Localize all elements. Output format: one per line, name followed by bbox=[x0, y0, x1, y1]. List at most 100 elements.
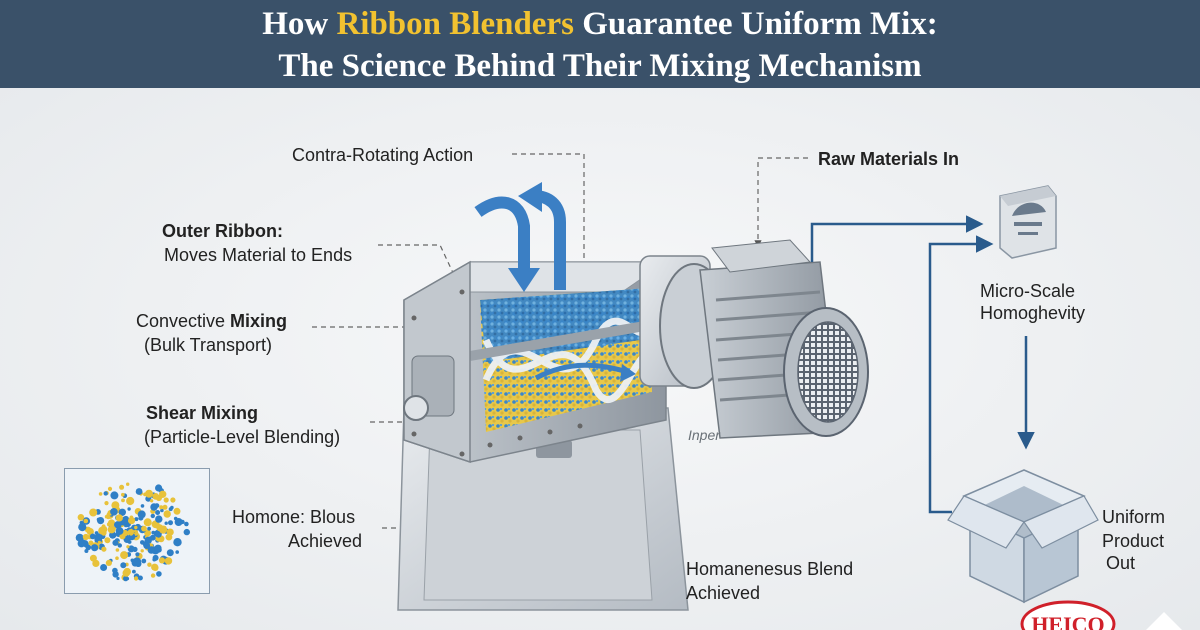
particle bbox=[112, 539, 119, 546]
particle bbox=[160, 508, 164, 513]
particle bbox=[175, 550, 179, 554]
particle bbox=[94, 533, 102, 541]
corner-triangle bbox=[1146, 612, 1182, 630]
svg-text:HEICO: HEICO bbox=[1031, 612, 1104, 630]
particle bbox=[156, 571, 162, 577]
flow-arrow-head bbox=[620, 364, 636, 382]
particle bbox=[126, 545, 130, 549]
particle bbox=[155, 515, 163, 523]
particle bbox=[151, 530, 156, 535]
particle bbox=[97, 517, 105, 525]
raw-materials-label: Raw Materials In bbox=[818, 148, 959, 170]
process-flow-lines bbox=[810, 215, 1035, 514]
uniform-label-2: Product bbox=[1102, 531, 1165, 551]
particle bbox=[147, 526, 151, 531]
particle bbox=[122, 569, 130, 577]
particle bbox=[107, 519, 116, 527]
convective-bold: Mixing bbox=[230, 311, 288, 331]
title-banner: How Ribbon Blenders Guarantee Uniform Mi… bbox=[0, 0, 1200, 88]
particle bbox=[121, 520, 125, 525]
outer-ribbon-label: Outer Ribbon: bbox=[162, 220, 283, 242]
shaft-end bbox=[403, 395, 429, 421]
particle bbox=[115, 548, 120, 552]
convective-mixing-label: Convective Mixing bbox=[136, 310, 287, 332]
particle bbox=[123, 575, 129, 582]
particle bbox=[137, 510, 146, 519]
homanenesus-label-1: Homanenesus Blend bbox=[686, 559, 854, 579]
particle bbox=[133, 576, 139, 581]
homone-label-2: Achieved bbox=[288, 531, 363, 551]
particle bbox=[117, 543, 122, 548]
particle bbox=[158, 557, 166, 564]
particle bbox=[143, 542, 151, 549]
particle bbox=[104, 537, 111, 544]
particle-cluster bbox=[75, 482, 190, 582]
particle bbox=[77, 514, 85, 521]
particle bbox=[151, 563, 159, 571]
downward-arrow-head bbox=[508, 268, 540, 292]
particle bbox=[121, 492, 125, 497]
terminal-box bbox=[711, 239, 812, 273]
raw-materials-title: Raw Materials In bbox=[818, 149, 960, 169]
particle bbox=[162, 525, 167, 530]
particle bbox=[126, 482, 130, 486]
particle bbox=[89, 554, 97, 562]
particle bbox=[141, 558, 147, 564]
particle bbox=[118, 508, 126, 516]
particle bbox=[121, 498, 125, 503]
particle bbox=[184, 521, 189, 527]
particle bbox=[115, 527, 124, 535]
outer-ribbon-title: Outer Ribbon: bbox=[162, 221, 283, 241]
particle bbox=[150, 573, 156, 578]
particle bbox=[173, 516, 178, 521]
particle bbox=[104, 501, 109, 506]
bolts bbox=[411, 289, 583, 457]
title-suffix: Guarantee Uniform Mix: bbox=[573, 6, 938, 42]
particle bbox=[152, 493, 160, 500]
convective-prefix: Convective bbox=[136, 311, 231, 331]
particle bbox=[145, 489, 153, 498]
particle bbox=[84, 549, 89, 553]
particle bbox=[126, 496, 135, 506]
particle bbox=[132, 546, 138, 552]
upward-arrow-head bbox=[518, 182, 542, 212]
particle bbox=[101, 530, 107, 536]
particle bbox=[105, 559, 112, 566]
particle bbox=[119, 484, 125, 490]
particle bbox=[127, 507, 131, 511]
particle bbox=[97, 540, 101, 544]
title-line-2: The Science Behind Their Mixing Mechanis… bbox=[278, 48, 922, 84]
particle bbox=[134, 525, 138, 530]
convective-desc: (Bulk Transport) bbox=[144, 335, 273, 355]
particle bbox=[163, 510, 171, 518]
micro-scale-label-2: Homoghevity bbox=[980, 303, 1086, 323]
particle bbox=[132, 569, 136, 574]
particle bbox=[155, 510, 161, 515]
particle bbox=[115, 556, 119, 560]
particle bbox=[120, 562, 127, 569]
particle bbox=[116, 576, 120, 580]
particle bbox=[115, 514, 123, 522]
particle bbox=[180, 519, 185, 525]
particle bbox=[147, 546, 155, 554]
title-highlight: Ribbon Blenders bbox=[336, 6, 574, 42]
particle bbox=[120, 551, 129, 560]
particle bbox=[159, 505, 164, 510]
particle bbox=[164, 521, 168, 525]
shear-desc: (Particle-Level Blending) bbox=[144, 427, 341, 447]
particle bbox=[143, 518, 152, 527]
particle bbox=[166, 549, 174, 557]
particle bbox=[127, 540, 132, 544]
particle bbox=[110, 491, 119, 500]
uniform-product-box-icon bbox=[947, 469, 1099, 604]
particle bbox=[148, 536, 153, 541]
particle bbox=[84, 526, 92, 533]
particle bbox=[159, 490, 167, 498]
machine-brand: Inper bbox=[688, 427, 721, 443]
particle bbox=[134, 517, 139, 522]
particle bbox=[89, 533, 96, 540]
particle bbox=[166, 528, 174, 536]
particle bbox=[98, 492, 103, 496]
contra-rotating-label: Contra-Rotating Action bbox=[292, 145, 474, 165]
